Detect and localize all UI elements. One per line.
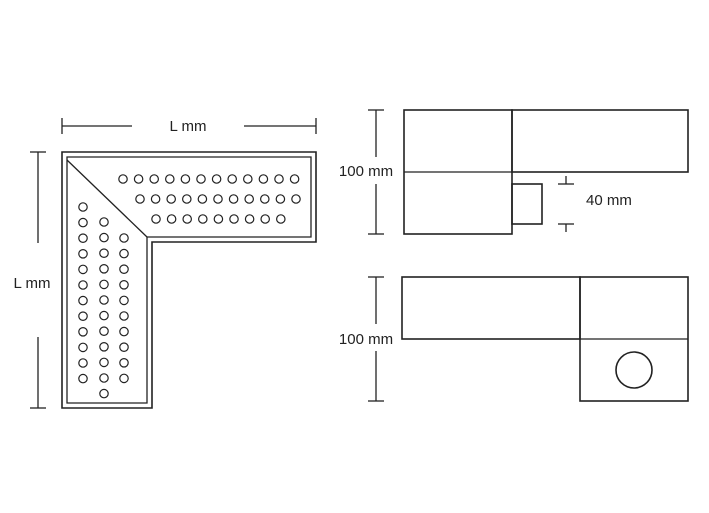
led-hole — [99, 388, 109, 399]
dimension-hole-size: 40 mm — [558, 176, 632, 232]
led-hole — [99, 232, 109, 243]
led-hole — [119, 373, 129, 384]
led-hole — [99, 217, 109, 227]
led-hole — [78, 233, 88, 243]
holes-horizontal-arm — [118, 174, 301, 224]
led-hole — [275, 214, 286, 224]
led-hole — [78, 326, 88, 337]
upper-connector-box — [511, 183, 543, 225]
led-hole — [99, 279, 109, 290]
led-hole — [244, 194, 254, 204]
upper-body-right — [511, 109, 689, 173]
dimension-height-lower: 100 mm — [339, 276, 393, 402]
led-hole — [244, 214, 255, 224]
led-hole — [119, 264, 129, 274]
led-hole — [182, 194, 192, 204]
led-hole — [229, 214, 239, 224]
led-hole — [211, 174, 222, 184]
led-hole — [78, 202, 88, 212]
dimension-top-length: L mm — [61, 118, 317, 135]
dimension-left-length: L mm — [14, 151, 51, 409]
led-hole — [165, 174, 175, 184]
holes-vertical-arm — [78, 202, 129, 399]
dim-label-height-upper: 100 mm — [339, 163, 393, 180]
lower-body-left — [401, 276, 581, 340]
led-hole — [78, 280, 88, 290]
led-hole — [119, 342, 129, 352]
dim-label-hole-size: 40 mm — [586, 192, 632, 209]
led-hole — [119, 295, 129, 306]
l-shape-plan-view — [61, 151, 317, 409]
led-hole — [119, 311, 129, 321]
led-hole — [151, 214, 161, 224]
led-hole — [166, 214, 177, 224]
led-hole — [259, 194, 270, 204]
led-hole — [99, 326, 109, 336]
led-hole — [99, 248, 109, 258]
led-hole — [149, 174, 159, 184]
led-hole — [166, 194, 176, 204]
led-hole — [274, 174, 284, 184]
led-hole — [228, 194, 239, 204]
led-hole — [99, 295, 109, 305]
led-hole — [119, 279, 129, 290]
led-hole — [227, 174, 237, 184]
led-hole — [78, 373, 88, 384]
led-hole — [291, 194, 301, 204]
led-hole — [260, 214, 270, 224]
led-hole — [196, 174, 206, 184]
side-view-upper — [403, 109, 689, 235]
side-view-lower — [401, 276, 689, 402]
led-hole — [180, 174, 191, 184]
led-hole — [289, 174, 300, 184]
led-hole — [78, 217, 88, 228]
led-hole — [118, 174, 128, 184]
led-hole — [119, 248, 129, 259]
led-hole — [78, 358, 88, 368]
led-hole — [119, 326, 129, 337]
led-hole — [275, 194, 286, 204]
miter-seam — [66, 159, 148, 238]
led-hole — [78, 342, 88, 353]
dim-label-height-lower: 100 mm — [339, 331, 393, 348]
led-hole — [119, 357, 129, 368]
dim-label-top-length: L mm — [170, 118, 207, 135]
dim-label-left-length: L mm — [14, 275, 51, 292]
led-hole — [182, 214, 192, 224]
led-hole — [78, 311, 88, 321]
led-hole — [135, 194, 145, 204]
led-hole — [119, 233, 129, 243]
l-shape-outer-outline — [61, 151, 317, 409]
led-hole — [99, 373, 109, 383]
led-hole — [198, 214, 208, 224]
led-hole — [243, 174, 253, 184]
dimension-height-upper: 100 mm — [339, 109, 393, 235]
led-hole — [99, 341, 109, 352]
led-hole — [197, 194, 208, 204]
cable-hole-circle — [615, 351, 653, 389]
led-hole — [99, 310, 109, 321]
led-hole — [133, 174, 144, 184]
led-hole — [213, 194, 223, 204]
led-hole — [99, 263, 109, 274]
led-hole — [78, 264, 88, 275]
led-hole — [99, 357, 109, 368]
led-hole — [78, 295, 88, 306]
led-hole — [213, 214, 224, 224]
led-hole — [258, 174, 269, 184]
led-hole — [150, 194, 161, 204]
led-hole — [78, 249, 88, 259]
